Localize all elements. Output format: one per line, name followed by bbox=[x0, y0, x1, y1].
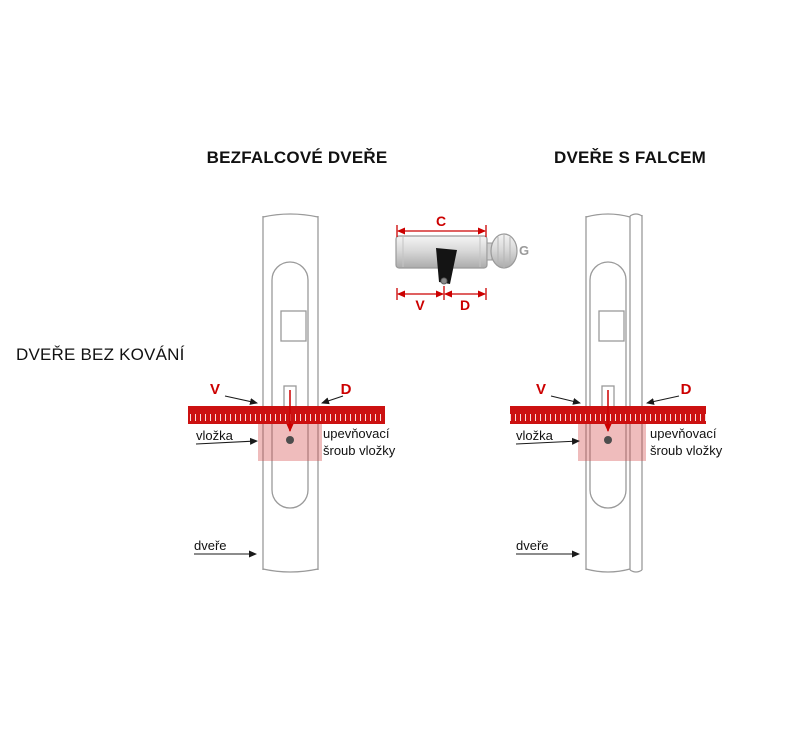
pointer-lines bbox=[194, 395, 680, 558]
left-measuring-ruler bbox=[188, 406, 385, 424]
cylinder-screw-hole bbox=[440, 277, 448, 285]
right-latch bbox=[598, 310, 625, 342]
right-label-vlozka: vložka bbox=[516, 428, 553, 443]
cylinder-dim-v: V bbox=[415, 297, 425, 313]
left-label-dvere: dveře bbox=[194, 538, 227, 553]
title-right-door-type: DVEŘE S FALCEM bbox=[553, 148, 707, 167]
left-label-vlozka: vložka bbox=[196, 428, 233, 443]
left-door-dim-d: D bbox=[340, 381, 352, 398]
title-left-door-type: BEZFALCOVÉ DVEŘE bbox=[206, 148, 388, 167]
left-label-fixing-screw: upevňovací šroub vložky bbox=[323, 426, 396, 458]
right-label-fixing-screw: upevňovací šroub vložky bbox=[650, 426, 723, 458]
label-door-without-fittings: DVEŘE BEZ KOVÁNÍ bbox=[16, 345, 185, 364]
right-lock-faceplate bbox=[589, 261, 627, 509]
cylinder-dim-d: D bbox=[459, 297, 471, 313]
right-door-profile bbox=[585, 213, 643, 573]
right-door-dim-d: D bbox=[680, 381, 692, 398]
screw-center-arrows bbox=[286, 390, 612, 432]
right-screw-dot bbox=[604, 436, 612, 444]
cylinder-illustration bbox=[395, 233, 518, 285]
cylinder-dimension-lines bbox=[396, 225, 487, 300]
cylinder-dim-c: C bbox=[435, 213, 447, 229]
left-lock-faceplate bbox=[271, 261, 309, 509]
right-door-dim-v: V bbox=[535, 381, 546, 398]
cylinder-cam bbox=[436, 248, 457, 284]
right-highlight-region bbox=[578, 424, 646, 461]
left-screw-dot bbox=[286, 436, 294, 444]
right-label-dvere: dveře bbox=[516, 538, 549, 553]
cylinder-knob-g: G bbox=[519, 243, 530, 258]
left-door-dim-v: V bbox=[209, 381, 220, 398]
left-latch bbox=[280, 310, 307, 342]
